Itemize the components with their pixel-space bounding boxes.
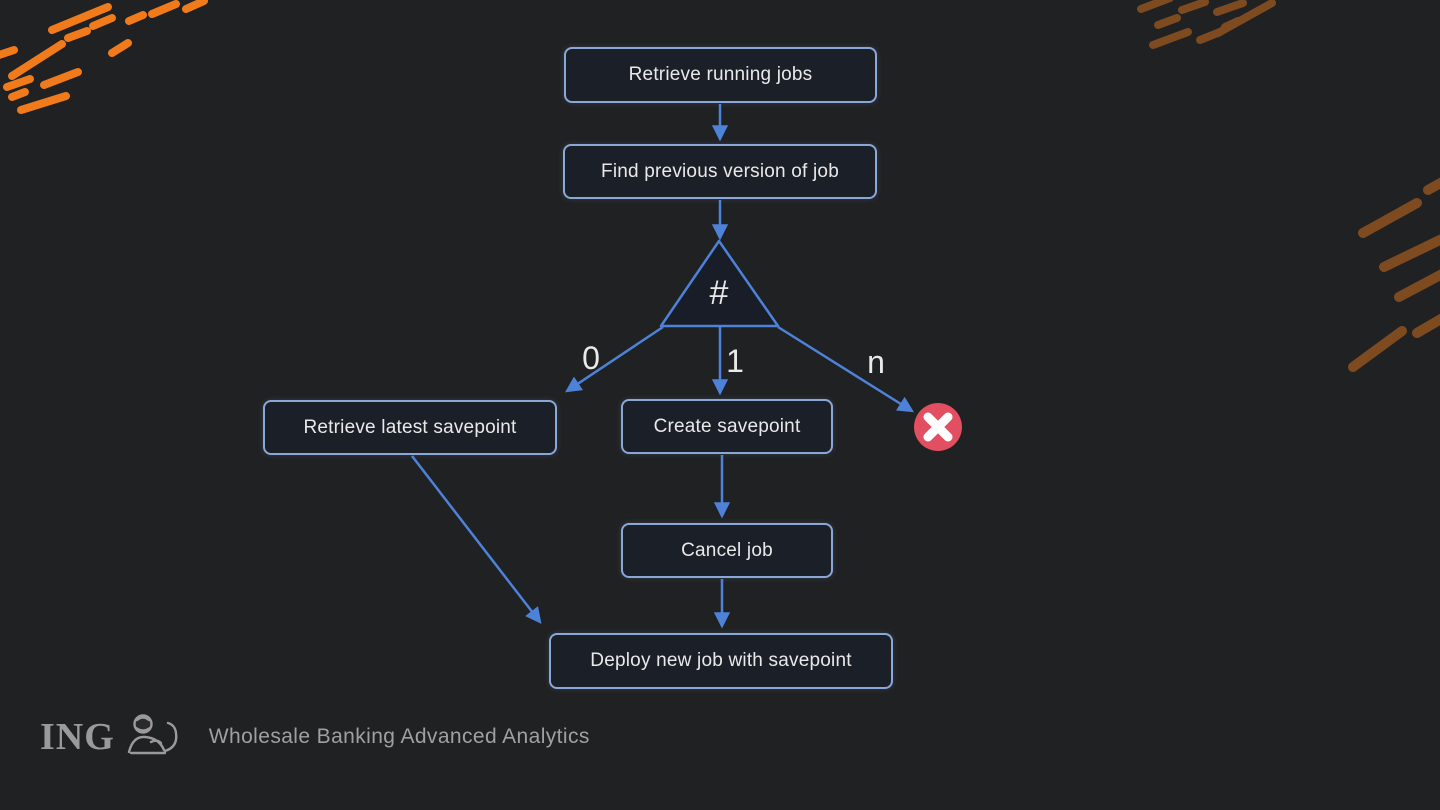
node-label: Find previous version of job [601,160,839,182]
footer: ING Wholesale Banking Advanced Analytics [40,712,590,762]
branch-label-zero: 0 [582,340,600,376]
node-label: Deploy new job with savepoint [590,650,852,671]
decision-symbol-label: # [709,274,729,312]
orange-dashes-top-left [0,0,208,114]
branch-label-n: n [867,344,885,380]
x-circle-icon [914,403,962,451]
ing-lion-icon [127,714,178,755]
node-label: Retrieve latest savepoint [303,416,517,438]
orange-dashes-right-middle [1348,177,1440,372]
ing-logo-text: ING [40,716,115,758]
node-deploy-new-job: Deploy new job with savepoint [549,633,893,689]
node-create-savepoint: Create savepoint [621,399,833,454]
node-retrieve-running-jobs: Retrieve running jobs [564,47,877,103]
footer-tagline: Wholesale Banking Advanced Analytics [208,725,590,748]
node-cancel-job: Cancel job [621,523,833,578]
node-find-previous-version: Find previous version of job [563,144,877,199]
decision-triangle [659,239,780,328]
node-retrieve-latest-savepoint: Retrieve latest savepoint [263,400,557,455]
node-label: Cancel job [681,539,773,561]
node-label: Retrieve running jobs [628,64,813,85]
branch-label-one: 1 [726,343,744,379]
flow-arrows [411,104,915,629]
orange-dashes-top-right [1137,0,1276,49]
node-label: Create savepoint [653,415,801,437]
